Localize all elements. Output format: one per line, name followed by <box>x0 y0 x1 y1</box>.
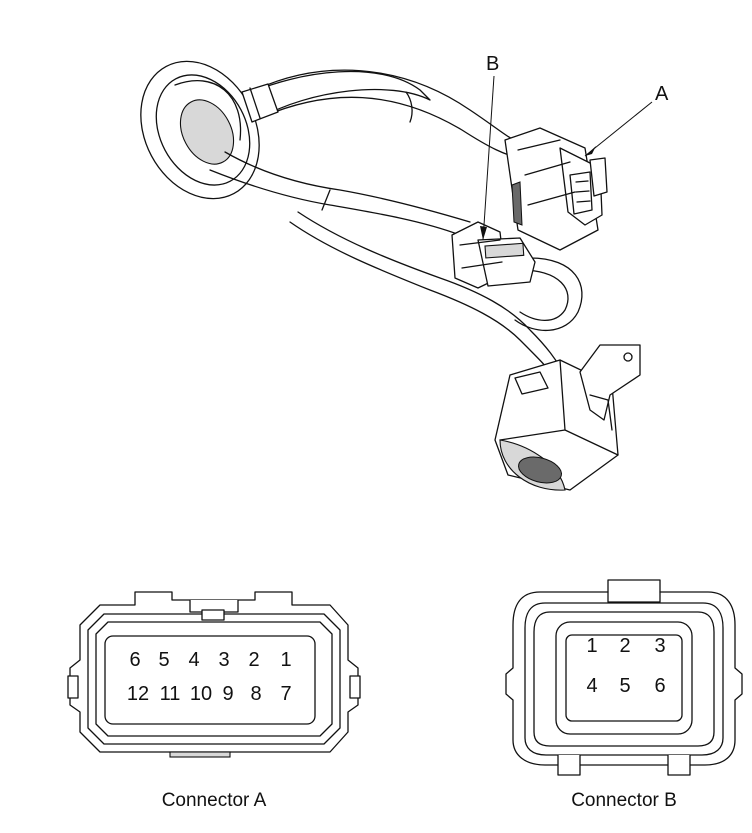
connector-b-caption: Connector B <box>571 790 677 811</box>
connector-b-pin-5: 5 <box>619 675 630 697</box>
connector-a-pin-12: 12 <box>127 683 149 705</box>
callout-a: A <box>584 83 669 157</box>
connector-a-pin-9: 9 <box>222 683 233 705</box>
callout-b: B <box>480 53 499 241</box>
connector-b-pin-4: 4 <box>586 675 597 697</box>
callout-a-label: A <box>655 83 669 105</box>
grommet <box>140 60 260 200</box>
connector-a-caption: Connector A <box>162 790 267 811</box>
callout-b-label: B <box>486 53 499 75</box>
connector-b-pin-3: 3 <box>654 635 665 657</box>
connector-b-pin-1: 1 <box>586 635 597 657</box>
connector-b-face: 1 2 3 4 5 6 Connector B <box>505 579 743 811</box>
connector-a-pin-11: 11 <box>160 683 181 705</box>
cable-main <box>241 69 521 159</box>
connector-b-pin-2: 2 <box>619 635 630 657</box>
connector-b-pin-6: 6 <box>654 675 665 697</box>
connector-b-body <box>451 221 536 289</box>
harness-illustration <box>140 60 641 491</box>
camera-module <box>494 344 641 491</box>
connector-a-pin-4: 4 <box>188 649 199 671</box>
connector-a-pin-10: 10 <box>190 683 212 705</box>
connector-a-pin-8: 8 <box>250 683 261 705</box>
connector-a-face: 6 5 4 3 2 1 12 11 10 9 8 7 Connector A <box>67 591 361 811</box>
connector-a-pin-5: 5 <box>158 649 169 671</box>
connector-a-pin-3: 3 <box>218 649 229 671</box>
cable-lower <box>209 151 583 376</box>
connector-a-body <box>504 127 608 251</box>
connector-a-pin-1: 1 <box>280 649 291 671</box>
connector-a-pin-6: 6 <box>129 649 140 671</box>
connector-a-pin-7: 7 <box>280 683 291 705</box>
connector-a-pin-2: 2 <box>248 649 259 671</box>
